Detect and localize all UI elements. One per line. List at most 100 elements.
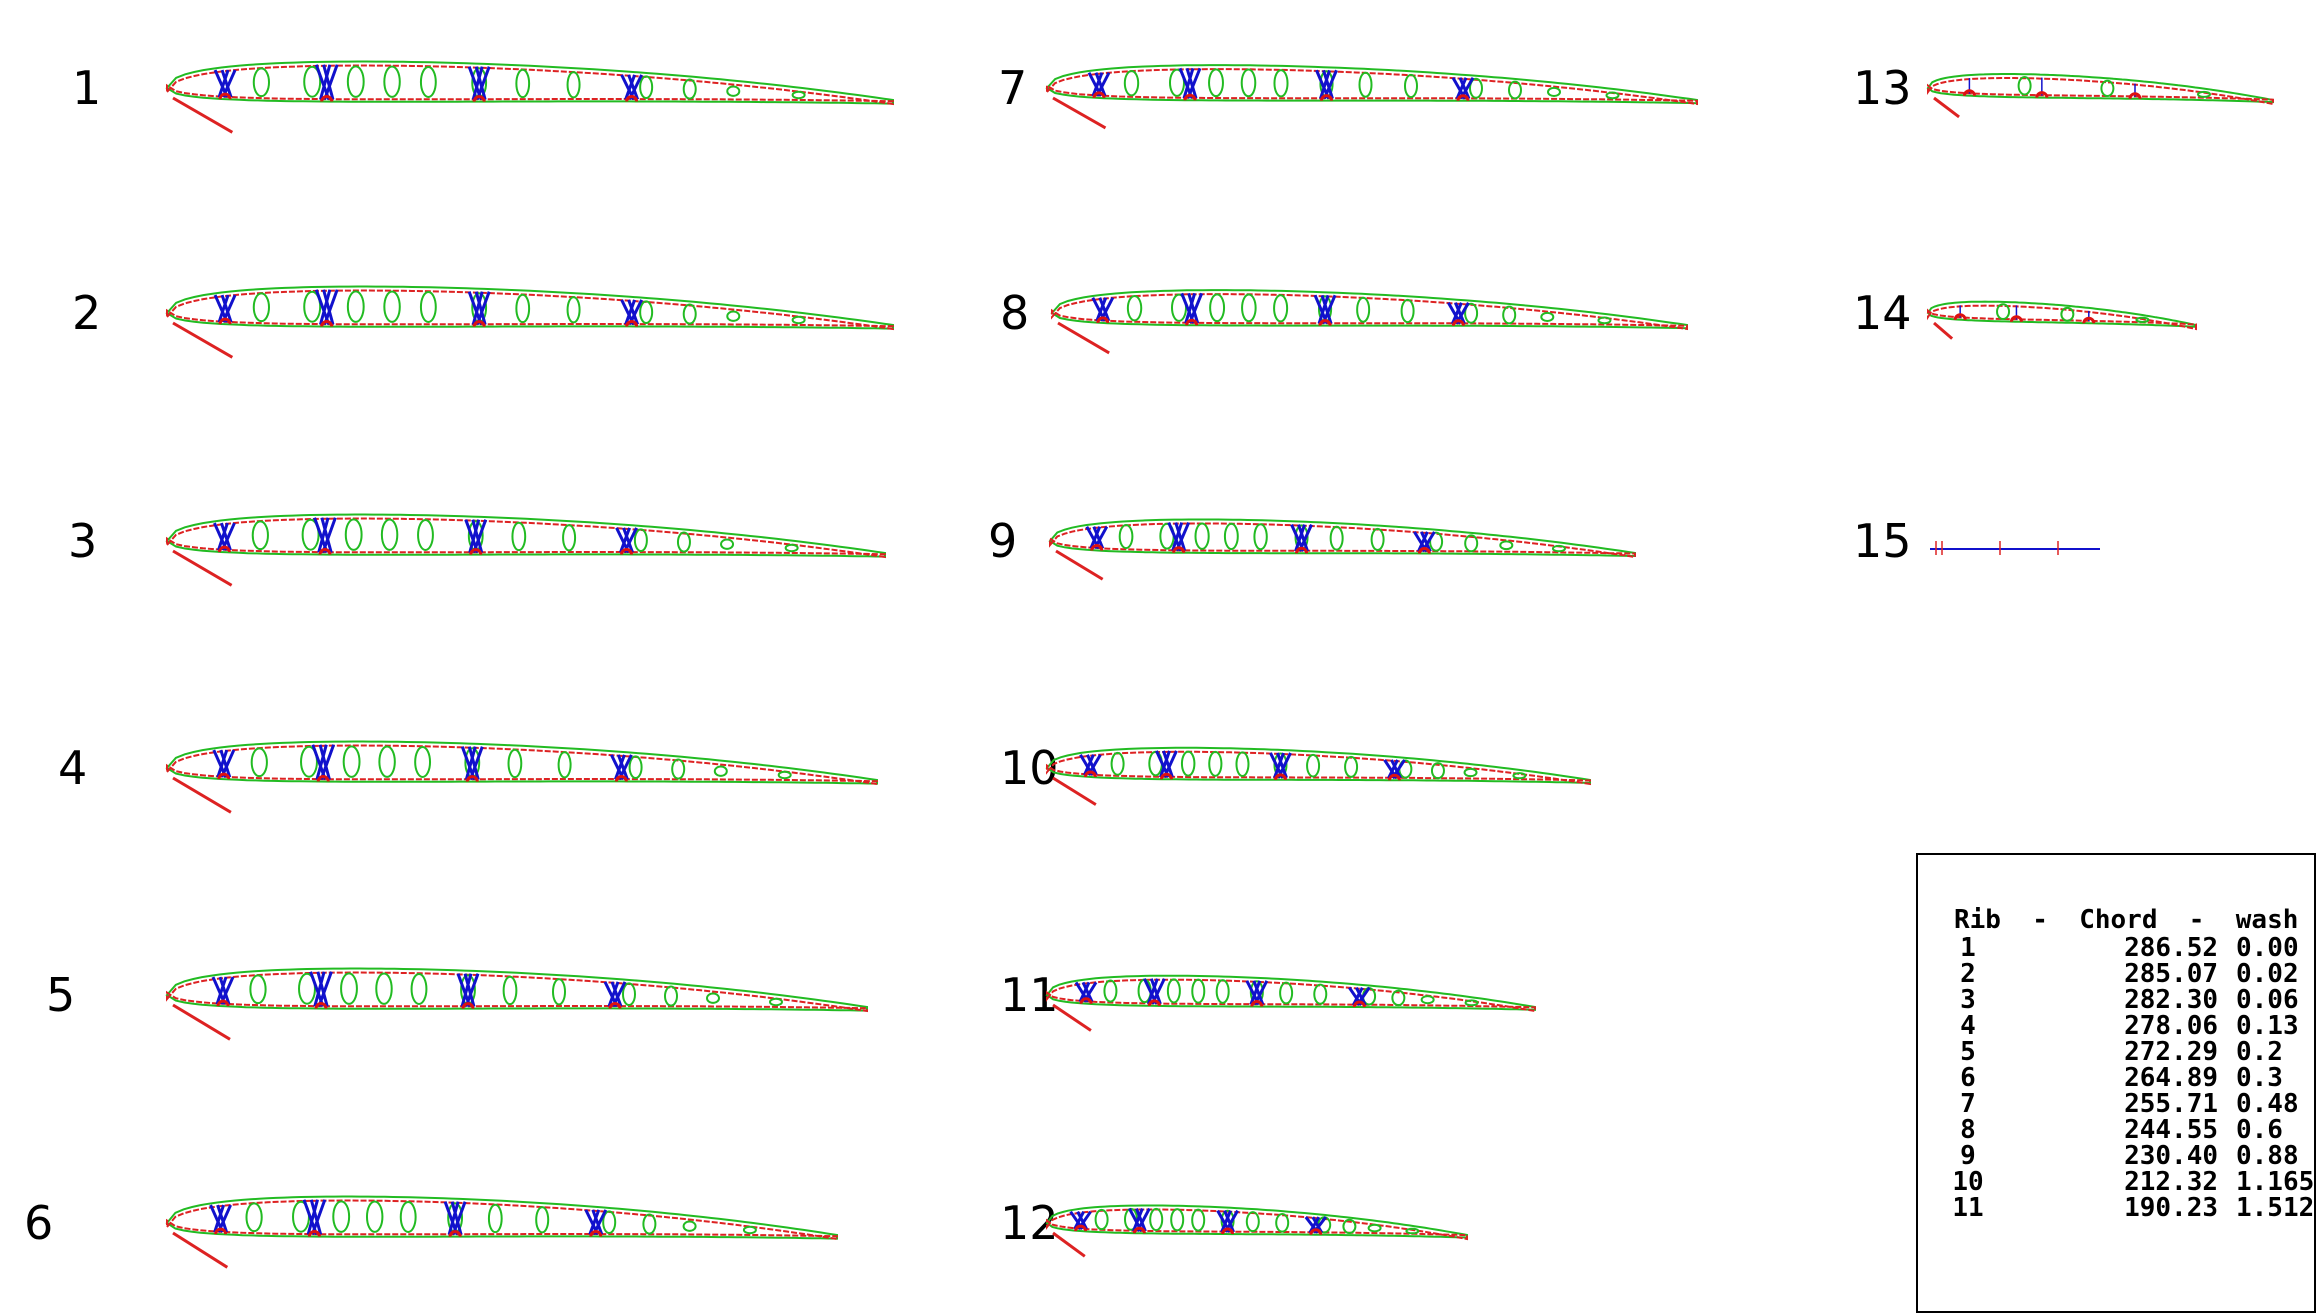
leading-edge-gusset [1057,321,1110,355]
truss-diagonal [213,1204,226,1233]
truss-diagonal [310,1199,327,1236]
truss-diagonal [471,291,484,325]
lightening-hole [1464,999,1479,1007]
spar-notch [469,548,483,555]
truss-diagonal [1098,297,1111,322]
truss-diagonal [475,66,491,101]
rib-inner-skin [166,517,886,559]
truss-diagonal [607,981,620,1007]
truss-diagonal [320,517,333,553]
truss-diagonal [1273,752,1285,779]
truss-diagonal [451,1201,467,1236]
leading-edge-gusset [1933,96,1960,119]
truss-diagonal [464,746,477,780]
spar-notch [214,1227,228,1235]
truss-diagonal [1159,750,1171,778]
truss-diagonal [471,66,484,100]
truss-diagonal [319,64,332,100]
lightening-hole [1208,750,1223,777]
lightening-hole [507,748,523,779]
chord-cell: 190.23 [2124,1193,2218,1223]
truss-diagonal [468,746,484,781]
rib-number-label: 1 [72,61,101,115]
spar-notch [1079,997,1093,1004]
chord-cell: 278.06 [2124,1011,2218,1041]
lightening-hole [342,745,361,778]
truss-diagonal [1149,978,1162,1005]
lightening-hole [487,1203,503,1234]
truss-diagonal [218,976,231,1005]
rib-2: 2 [72,285,894,359]
wash-cell: 0.02 [2236,959,2299,989]
truss-diagonal [216,1204,229,1233]
rib-3: 3 [68,513,886,587]
leading-edge-gusset [172,1003,231,1041]
lightening-hole [1094,1208,1109,1231]
truss-diagonal [1320,294,1333,325]
lightening-hole [1329,525,1344,551]
spar-notch [1352,1000,1366,1008]
lightening-hole [1209,293,1226,323]
truss-diagonal [1073,1211,1085,1230]
rib-1: 1 [72,60,894,134]
spar-notch [1250,1000,1264,1007]
lightening-hole [1279,981,1294,1005]
truss-diagonal [464,973,480,1008]
truss-diagonal [219,976,235,1005]
lightening-hole [301,518,320,551]
truss-diagonal [1390,759,1402,779]
lightening-hole [380,518,399,551]
truss-diagonal [475,291,491,326]
rib-number-cell: 8 [1960,1115,1976,1145]
truss-diagonal [1455,77,1468,100]
lightening-hole [300,745,318,778]
rib-number-cell: 11 [1952,1193,1984,1223]
truss-diagonal [613,754,626,780]
truss-diagonal [1086,754,1098,776]
wash-cell: 0.00 [2236,933,2299,963]
lightening-hole [633,528,648,553]
truss-diagonal [624,299,637,325]
truss-diagonal [219,749,232,778]
spar-notch [1953,313,1967,320]
truss-diagonal [1135,1207,1147,1232]
lightening-hole [1400,298,1415,324]
truss-diagonal [315,744,328,780]
lightening-hole [1118,523,1134,550]
truss-diagonal [313,971,326,1007]
truss-diagonal [1319,69,1331,100]
spar-notch [625,95,639,102]
rib-inner-skin [1046,750,1591,786]
truss-diagonal [317,517,330,553]
rib-inner-skin [1049,522,1636,559]
rib-number-cell: 1 [1960,933,1976,963]
lightening-hole [1464,534,1479,553]
rib-number-cell: 6 [1960,1063,1976,1093]
spar-notch [1147,999,1161,1007]
wash-cell: 0.06 [2236,985,2299,1015]
lightening-hole [2100,79,2115,97]
lightening-hole [1404,73,1418,99]
truss-diagonal [319,744,336,781]
lightening-hole [2197,90,2211,98]
chord-cell: 255.71 [2124,1089,2218,1119]
lightening-hole [1240,68,1257,98]
lightening-hole [515,68,531,99]
lightening-hole [602,1210,617,1235]
leading-edge-gusset [1052,96,1107,130]
leading-edge-gusset [172,776,232,814]
spar-notch [217,772,231,780]
truss-diagonal [1175,521,1191,552]
truss-diagonal [1081,981,1094,1003]
spar-notch [2128,92,2142,100]
lightening-hole [671,758,686,780]
truss-diagonal [217,1204,232,1233]
rib-number-label: 4 [58,741,87,795]
truss-diagonal [591,1209,604,1235]
truss-diagonal [220,69,233,98]
spar-notch [320,320,334,327]
truss-diagonal [217,69,230,98]
lightening-hole [784,543,799,553]
rib-13: 13 [1853,61,2274,119]
lightening-hole [2135,316,2150,323]
